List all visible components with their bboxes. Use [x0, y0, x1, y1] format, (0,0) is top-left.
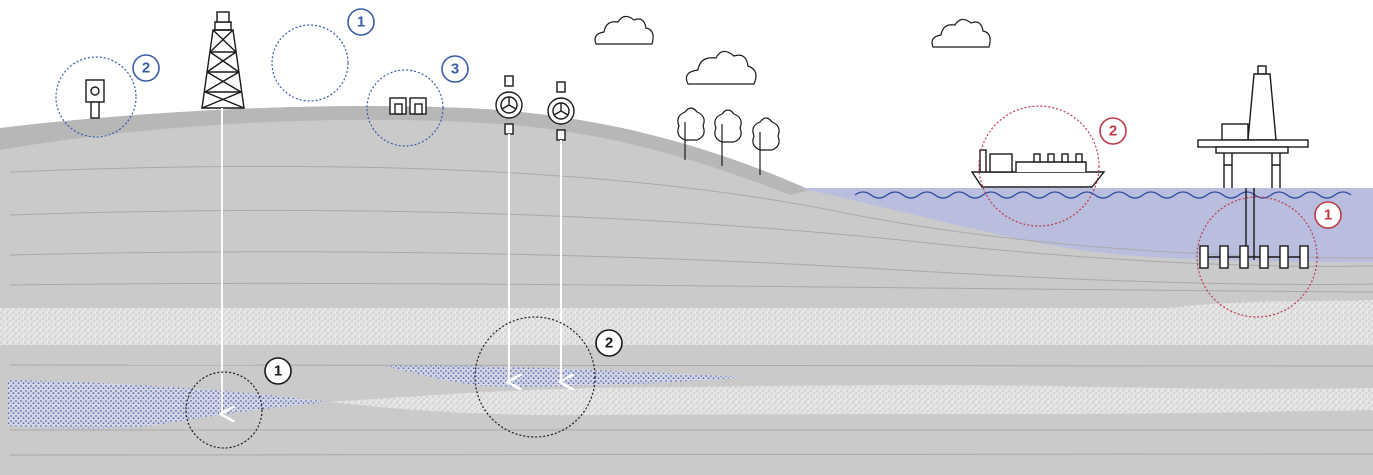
left-reservoir	[8, 380, 330, 429]
marker-number: 1	[357, 14, 365, 31]
offshore-area-2	[978, 105, 1100, 227]
sea	[800, 188, 1373, 262]
marker-areas	[55, 24, 1318, 449]
underground-area-1	[185, 371, 263, 449]
tree-icon	[752, 117, 780, 175]
monitoring-station-icon	[85, 79, 105, 119]
offshore-marker-1: 1	[1314, 201, 1342, 229]
injection-wellhead-icon	[547, 81, 575, 141]
underground-marker-2: 2	[595, 329, 623, 357]
onshore-area-2	[55, 56, 137, 138]
underground-marker-1: 1	[264, 357, 292, 385]
onshore-area-3	[366, 69, 444, 147]
clouds	[594, 15, 991, 85]
underground-area-2	[474, 316, 596, 438]
onshore-marker-1: 1	[347, 8, 375, 36]
cloud-icon	[931, 18, 991, 48]
tree-icon	[714, 109, 742, 166]
marker-number: 2	[1109, 123, 1117, 140]
drilling-rig-icon	[201, 11, 245, 109]
marker-number: 1	[274, 363, 282, 380]
offshore-marker-2: 2	[1099, 117, 1127, 145]
sea-waves	[854, 191, 1352, 199]
marker-number: 3	[451, 61, 459, 78]
marker-number: 2	[142, 60, 150, 77]
ground-top-band	[0, 106, 810, 195]
onshore-area-1	[271, 24, 349, 102]
marker-labels: 1 2 3 2 1 1 2	[132, 8, 1342, 385]
ship-icon	[970, 149, 1106, 188]
facility-buildings-icon	[389, 97, 427, 115]
offshore-area-1	[1196, 196, 1318, 318]
marker-number: 1	[1324, 207, 1332, 224]
lower-sand-layer	[330, 385, 1373, 416]
tree-icon	[677, 107, 705, 160]
sea-water	[800, 188, 1373, 262]
offshore-platform-icon	[1197, 65, 1309, 260]
onshore-marker-2: 2	[132, 54, 160, 82]
upper-sand-layer	[0, 300, 1373, 345]
injection-wellhead-icon	[495, 75, 523, 135]
cloud-icon	[594, 15, 654, 45]
subsea-template-icon	[1199, 245, 1309, 269]
rock-layers	[0, 300, 1373, 429]
well-paths	[222, 108, 561, 414]
marker-number: 2	[605, 335, 613, 352]
onshore-marker-3: 3	[441, 55, 469, 83]
cloud-icon	[685, 50, 757, 85]
trees	[677, 107, 780, 175]
